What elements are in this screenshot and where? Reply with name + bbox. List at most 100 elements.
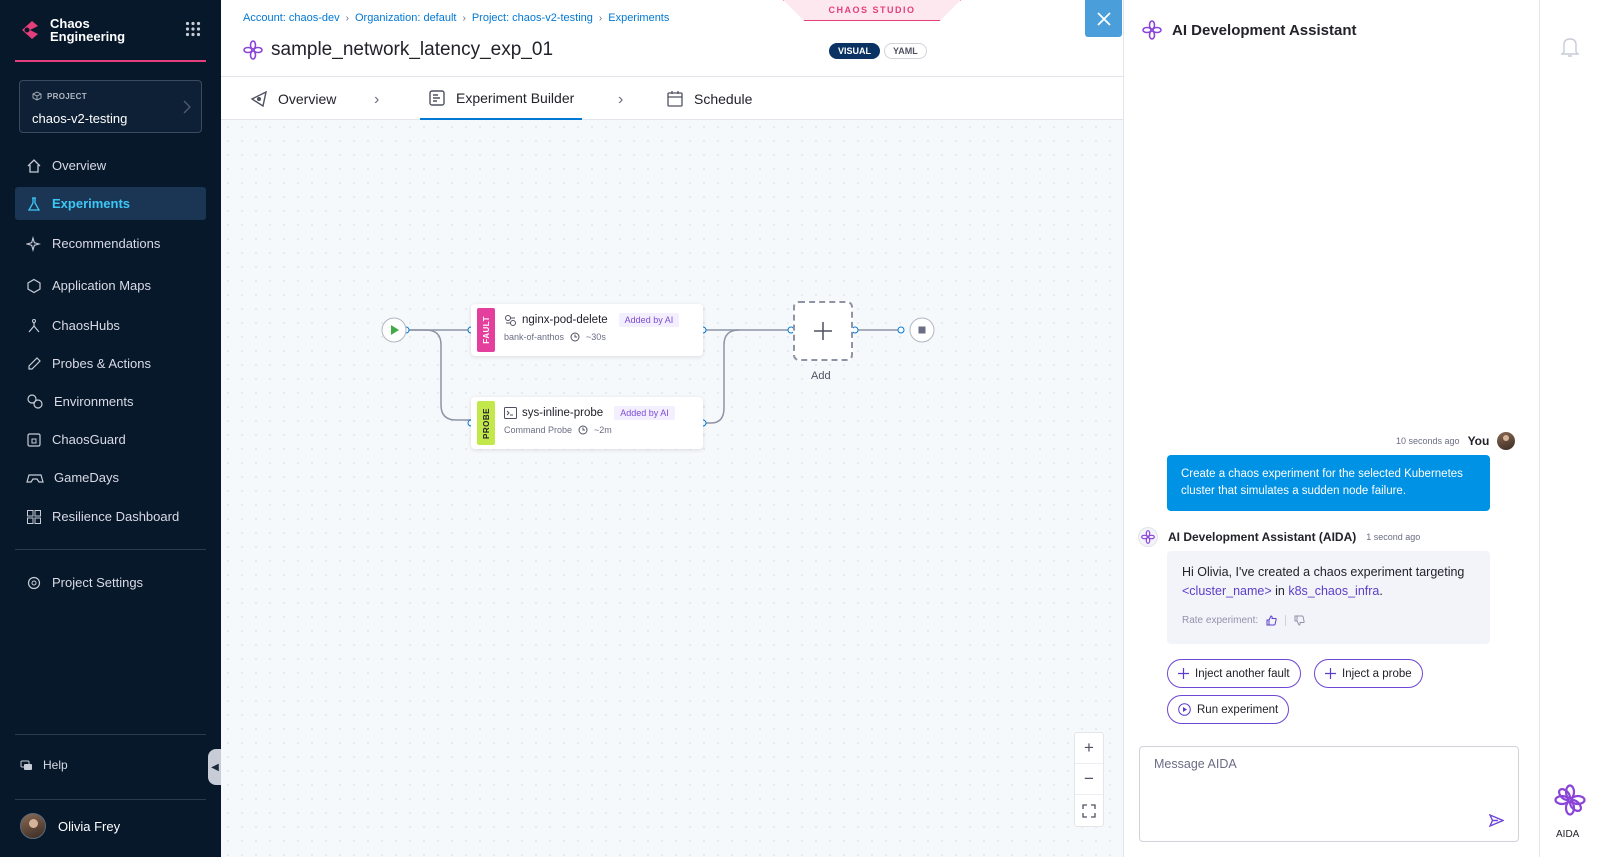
aida-launcher-icon[interactable]	[1554, 784, 1586, 816]
cube-icon	[32, 91, 42, 101]
chevron-right-icon	[183, 100, 191, 114]
yaml-mode-button[interactable]: YAML	[884, 43, 927, 59]
chevron-right-icon: ›	[345, 12, 349, 24]
tab-schedule[interactable]: Schedule	[666, 77, 752, 120]
message-input[interactable]	[1154, 757, 1454, 771]
inject-fault-button[interactable]: Inject another fault	[1167, 659, 1301, 688]
experiment-title: sample_network_latency_exp_01	[271, 39, 554, 60]
user-message: Create a chaos experiment for the select…	[1167, 455, 1490, 511]
breadcrumb: Account: chaos-dev › Organization: defaul…	[243, 12, 669, 24]
user-profile[interactable]: Olivia Frey	[20, 813, 120, 839]
breadcrumb-organization[interactable]: Organization: default	[354, 12, 457, 24]
nav-environments[interactable]: Environments	[15, 385, 206, 418]
fault-node[interactable]: FAULT nginx-pod-delete Added by AI bank-…	[471, 304, 703, 356]
nav-gamedays[interactable]: GameDays	[15, 461, 206, 494]
aida-launcher-label: AIDA	[1556, 829, 1580, 840]
run-experiment-button[interactable]: Run experiment	[1167, 695, 1290, 724]
experiment-tabs: Overview › Experiment Builder › Schedule	[221, 77, 1123, 120]
panel-title: AI Development Assistant	[1142, 20, 1357, 40]
thumbs-down-icon[interactable]	[1294, 615, 1305, 626]
assistant-message-meta: AI Development Assistant (AIDA) 1 second…	[1138, 527, 1420, 547]
experiment-canvas[interactable]: FAULT nginx-pod-delete Added by AI bank-…	[221, 120, 1123, 857]
map-hex-icon	[27, 278, 41, 293]
help-icon	[20, 760, 32, 770]
clock-icon	[578, 425, 588, 435]
collapse-sidebar-button[interactable]: ◀	[208, 749, 222, 785]
nav-overview[interactable]: Overview	[15, 149, 206, 182]
probe-name: sys-inline-probe	[522, 407, 604, 419]
user-name: You	[1467, 434, 1490, 448]
nav-application-maps[interactable]: Application Maps	[15, 269, 206, 302]
nav-project-settings[interactable]: Project Settings	[15, 566, 206, 599]
clock-icon	[570, 332, 580, 342]
nav-experiments[interactable]: Experiments	[15, 187, 206, 220]
chevron-right-icon: ›	[618, 91, 624, 108]
assistant-name: AI Development Assistant (AIDA)	[1168, 530, 1357, 544]
tab-overview-label: Overview	[278, 90, 337, 107]
thumbs-up-icon[interactable]	[1266, 615, 1277, 626]
environments-icon	[27, 393, 43, 409]
home-icon	[27, 158, 41, 173]
help-link[interactable]: Help	[20, 758, 68, 772]
nav-chaoshubs[interactable]: ChaosHubs	[15, 309, 206, 342]
nav-resilience-dashboard[interactable]: Resilience Dashboard	[15, 500, 206, 533]
aida-flower-icon	[243, 40, 263, 60]
chaos-studio-badge: CHAOS STUDIO	[783, 0, 961, 21]
chip-label: Inject another fault	[1195, 667, 1290, 680]
zoom-in-button[interactable]: +	[1075, 733, 1103, 764]
inject-probe-button[interactable]: Inject a probe	[1314, 659, 1423, 688]
avatar	[20, 813, 46, 839]
logo-divider	[15, 60, 206, 62]
fault-duration: ~30s	[586, 332, 606, 342]
hub-icon	[28, 318, 40, 332]
project-label: PROJECT	[47, 91, 87, 101]
nav-chaosguard[interactable]: ChaosGuard	[15, 423, 206, 456]
nav-probes-actions[interactable]: Probes & Actions	[15, 347, 206, 380]
overview-icon	[250, 90, 267, 107]
breadcrumb-account[interactable]: Account: chaos-dev	[243, 12, 340, 24]
add-step-button[interactable]	[793, 301, 853, 361]
tab-experiment-builder[interactable]: Experiment Builder	[420, 77, 583, 120]
terminal-icon	[504, 407, 517, 419]
visual-mode-button[interactable]: VISUAL	[829, 43, 881, 59]
project-selector[interactable]: PROJECT chaos-v2-testing	[19, 80, 202, 133]
pipeline-connectors	[402, 326, 905, 427]
user-message-meta: 10 seconds ago You	[1396, 432, 1516, 450]
end-node-icon[interactable]	[909, 317, 935, 343]
chevron-right-icon: ›	[598, 12, 603, 24]
tab-overview[interactable]: Overview	[250, 77, 336, 120]
nav-label: ChaosGuard	[52, 432, 126, 447]
nav-label: Probes & Actions	[52, 356, 151, 371]
chaos-logo-icon	[22, 21, 38, 39]
fullscreen-icon	[1082, 803, 1096, 818]
breadcrumb-project[interactable]: Project: chaos-v2-testing	[471, 12, 593, 24]
infra-link[interactable]: k8s_chaos_infra	[1288, 584, 1380, 598]
nav-divider	[15, 549, 206, 550]
added-by-ai-badge: Added by AI	[614, 406, 675, 420]
nav-recommendations[interactable]: Recommendations	[15, 227, 206, 260]
start-node-icon[interactable]	[381, 317, 407, 343]
app-grid-icon[interactable]	[185, 21, 201, 37]
assistant-timestamp: 1 second ago	[1366, 532, 1421, 542]
breadcrumb-experiments[interactable]: Experiments	[608, 12, 670, 24]
fit-view-button[interactable]	[1075, 795, 1103, 826]
close-panel-button[interactable]	[1085, 0, 1122, 37]
notification-bell-icon[interactable]	[1560, 36, 1580, 58]
fault-tag: FAULT	[477, 308, 495, 352]
plus-icon	[1178, 668, 1189, 679]
aida-flower-icon	[1142, 20, 1162, 40]
nav-label: Application Maps	[52, 278, 151, 293]
zoom-out-button[interactable]: −	[1075, 764, 1103, 795]
cluster-name-token: <cluster_name>	[1182, 584, 1272, 598]
view-mode-toggle: VISUAL YAML	[829, 43, 927, 59]
add-step-label: Add	[811, 370, 831, 382]
nav-label: Overview	[52, 158, 107, 173]
avatar	[1497, 432, 1516, 450]
send-icon	[1489, 814, 1504, 827]
pod-delete-icon	[505, 314, 516, 326]
send-button[interactable]	[1489, 814, 1504, 827]
logo-line1: Chaos	[50, 16, 90, 31]
probe-node[interactable]: PROBE sys-inline-probe Added by AI Comma…	[471, 397, 703, 449]
